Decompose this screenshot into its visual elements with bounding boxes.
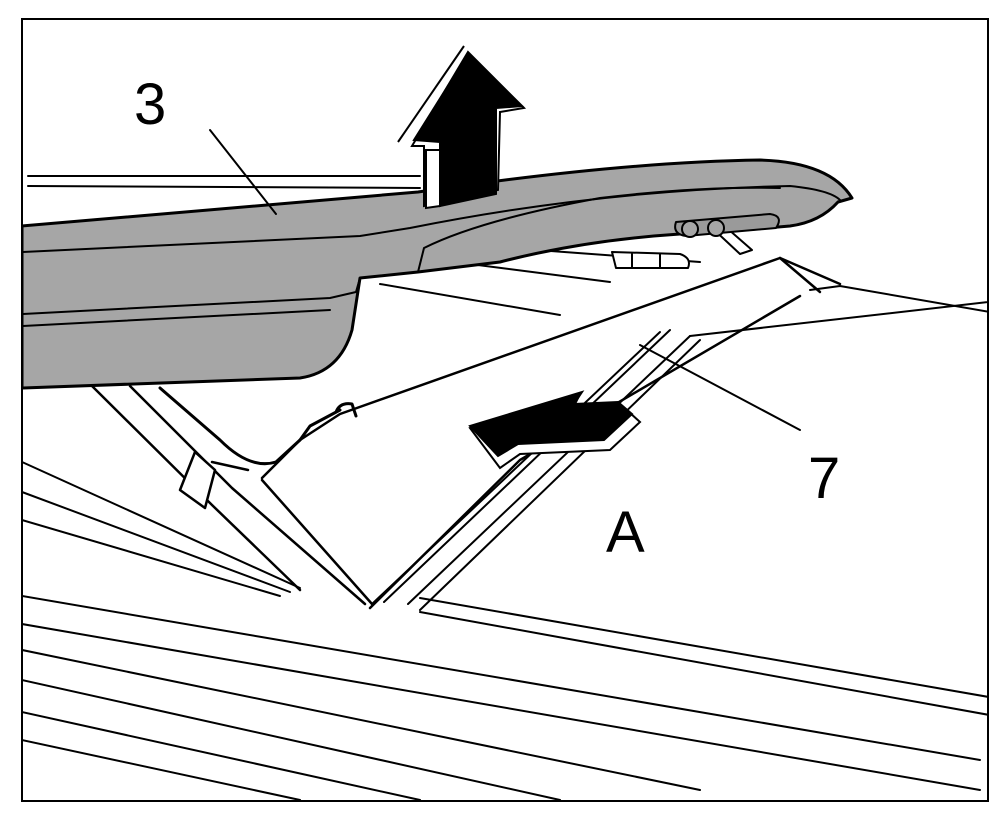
arrow-left-icon (468, 390, 642, 470)
callout-3: 3 (134, 72, 166, 137)
roof-opening (371, 285, 987, 611)
support-strut (90, 384, 367, 606)
frame-border (21, 18, 989, 802)
panel-3-body (23, 158, 854, 390)
leader-7 (639, 344, 801, 431)
roof-panel-lines (23, 461, 987, 800)
arrow-up-icon (397, 45, 527, 210)
callout-7: 7 (808, 446, 840, 511)
callout-view-a: A (606, 500, 645, 565)
panel-3 (23, 158, 854, 390)
seal (158, 386, 358, 466)
leader-3 (209, 129, 277, 215)
leader-lines (209, 129, 801, 431)
